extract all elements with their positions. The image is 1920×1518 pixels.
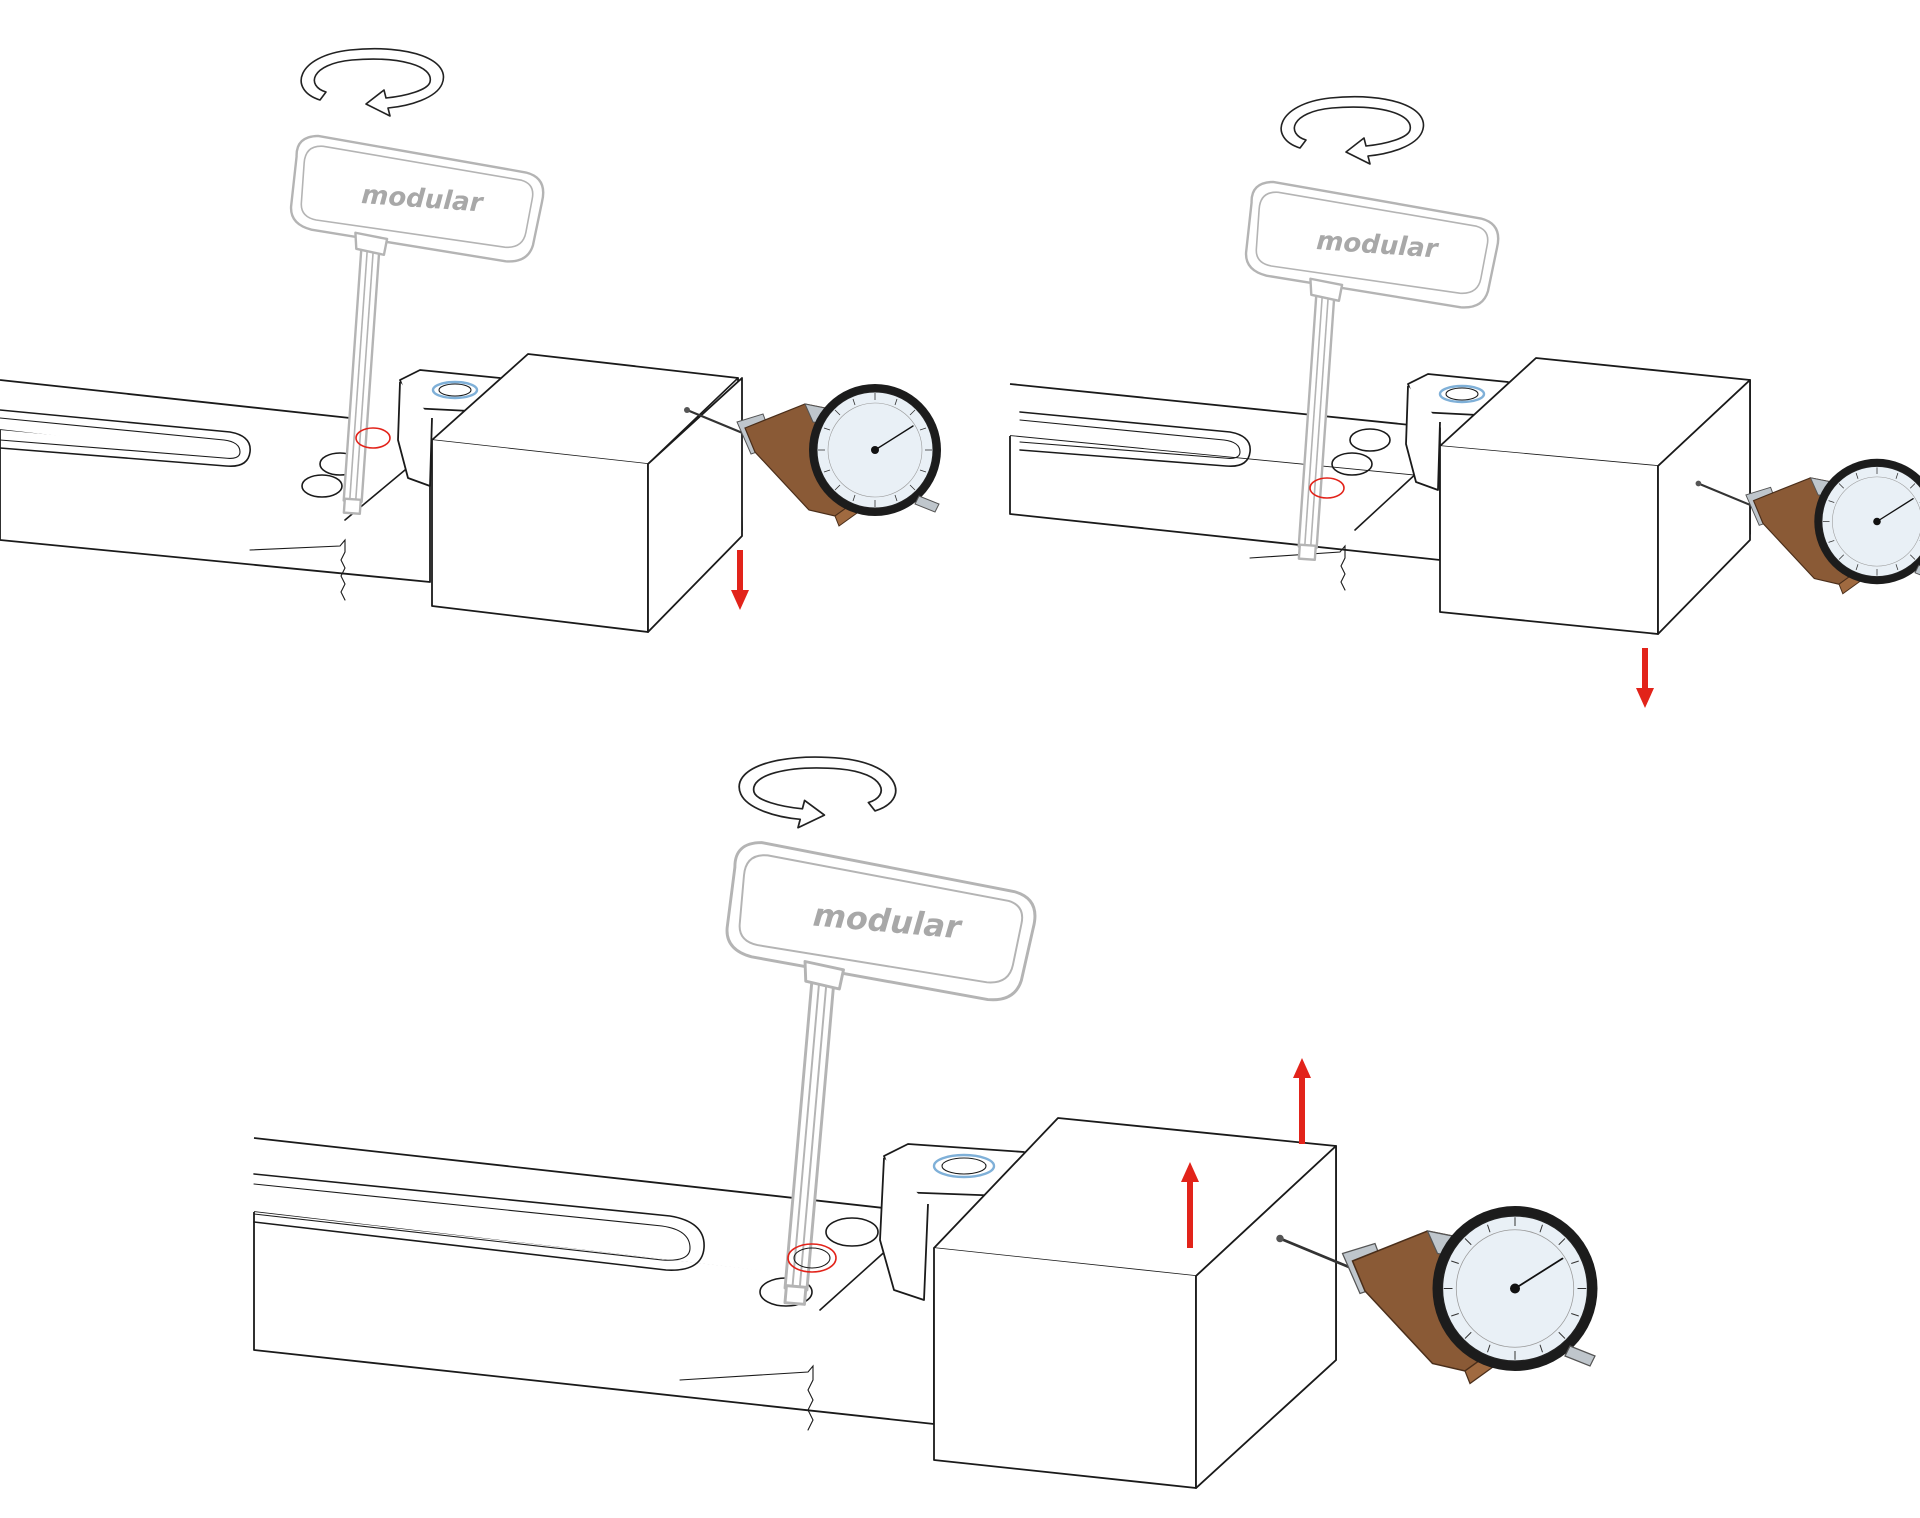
rotation-arrow-icon bbox=[300, 47, 445, 117]
red-direction-arrow-icon bbox=[1636, 648, 1654, 708]
red-direction-arrow-icon bbox=[731, 550, 749, 610]
rotation-arrow-icon bbox=[1280, 95, 1425, 165]
panel-step-3: modular bbox=[253, 756, 1599, 1489]
clamp-bracket-2 bbox=[1405, 373, 1519, 491]
highlight-ring-2 bbox=[1309, 477, 1345, 499]
highlight-ring-3 bbox=[787, 1243, 837, 1273]
t-handle-wrench-icon: modular bbox=[693, 838, 1041, 1323]
panel-step-2: modular bbox=[1009, 95, 1920, 708]
workpiece-block-2 bbox=[1439, 357, 1751, 635]
rotation-arrow-icon bbox=[738, 756, 897, 829]
rail-3 bbox=[253, 1137, 935, 1431]
red-direction-arrow-icon bbox=[1293, 1058, 1311, 1144]
t-handle-wrench-icon: modular bbox=[1223, 179, 1503, 573]
rail-1 bbox=[0, 379, 431, 601]
workpiece-block-1 bbox=[431, 353, 743, 633]
rail-2 bbox=[1009, 383, 1441, 591]
highlight-ring-1 bbox=[355, 427, 391, 449]
t-handle-wrench-icon: modular bbox=[268, 133, 548, 527]
panel-step-1: modular bbox=[0, 47, 943, 633]
workpiece-block-3 bbox=[933, 1117, 1337, 1489]
